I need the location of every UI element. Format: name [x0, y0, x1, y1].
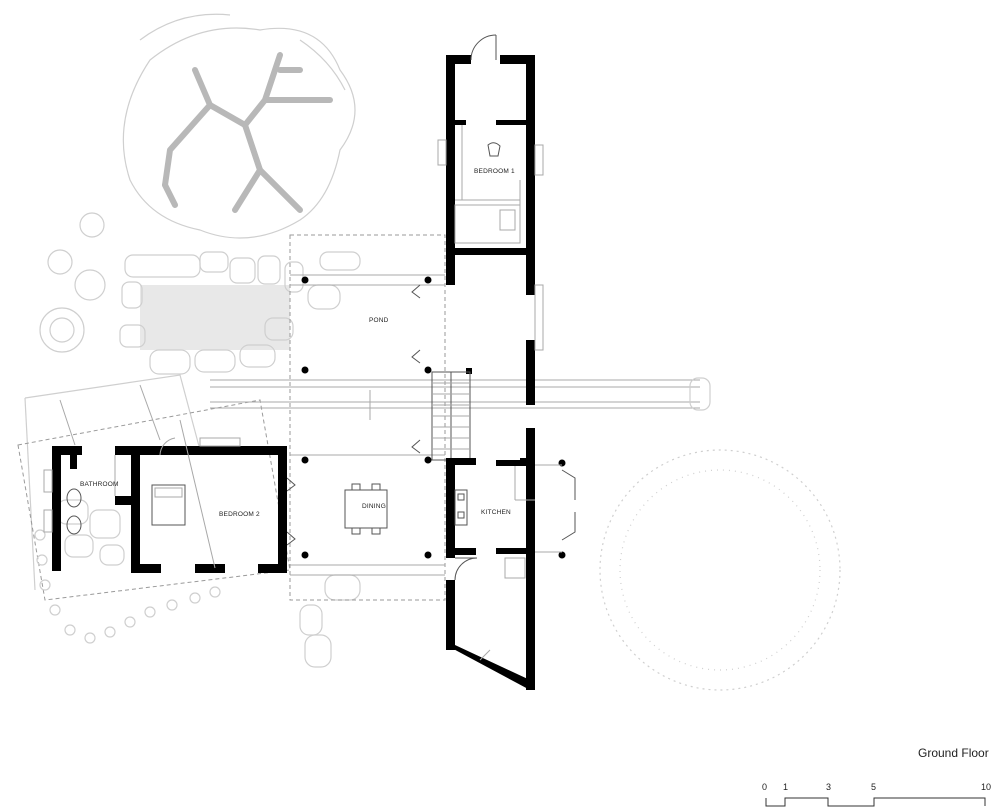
- dining-table: [344, 483, 388, 535]
- pavilion-columns: [301, 276, 472, 559]
- tree-branches: [162, 52, 333, 213]
- scale-tick-5: 5: [871, 782, 876, 792]
- room-label-bedroom-2: BEDROOM 2: [219, 511, 260, 518]
- spine-walls: [446, 255, 544, 468]
- north-wing-walls: [446, 55, 535, 295]
- scale-tick-3: 3: [826, 782, 831, 792]
- north-wing-interior: [437, 34, 544, 244]
- kitchen-walls: [446, 458, 566, 559]
- circular-garden-outline: [599, 449, 841, 691]
- staircase: [431, 371, 471, 461]
- room-label-dining: DINING: [362, 503, 386, 510]
- kitchen-interior: [454, 464, 576, 553]
- room-label-kitchen: KITCHEN: [481, 509, 511, 516]
- plan-title: Ground Floor: [918, 746, 989, 760]
- room-label-bedroom-1: BEDROOM 1: [474, 168, 515, 175]
- scale-bar: 0 1 3 5 10: [762, 782, 991, 807]
- roof-outline: [289, 234, 446, 601]
- bedroom2-walls: [131, 446, 287, 573]
- scale-tick-1: 1: [783, 782, 788, 792]
- scale-tick-0: 0: [762, 782, 767, 792]
- bathroom-interior: [43, 455, 116, 535]
- shrubs: [39, 212, 106, 353]
- room-label-bathroom: BATHROOM: [80, 481, 119, 488]
- stones-south: [299, 574, 361, 668]
- bedroom2-interior: [151, 419, 241, 569]
- south-wedge-walls: [446, 555, 535, 690]
- stepping-stones: [34, 529, 221, 644]
- bathroom-walls: [52, 446, 140, 571]
- garden-terrace-outline: [17, 374, 291, 601]
- room-label-pond: POND: [369, 317, 389, 324]
- stone-pond-area: [119, 251, 361, 375]
- pavilion-doors: [286, 284, 421, 546]
- boardwalk: [210, 377, 711, 411]
- tree-canopy-outline: [122, 13, 356, 239]
- scale-tick-10: 10: [981, 782, 991, 792]
- pavilion-lines: [290, 274, 445, 576]
